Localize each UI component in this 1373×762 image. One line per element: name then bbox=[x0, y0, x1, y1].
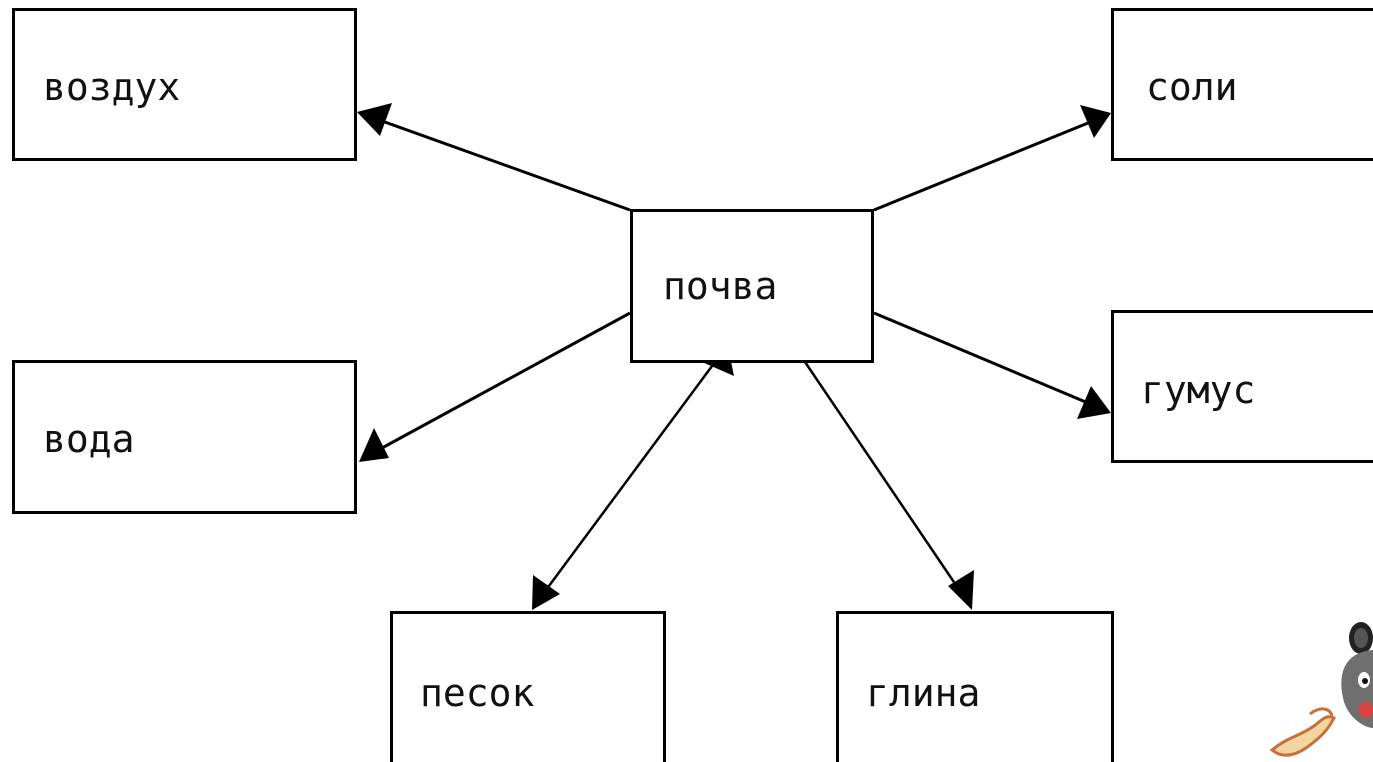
node-soli: соли bbox=[1111, 8, 1373, 161]
node-label-voda: вода bbox=[43, 417, 135, 461]
node-pesok: песок bbox=[390, 611, 666, 762]
node-label-gumus: гумус bbox=[1141, 368, 1256, 412]
edge-pochva-gumus bbox=[873, 311, 1089, 405]
edge-pochva-pesok bbox=[541, 361, 717, 595]
arrowhead-soli bbox=[1080, 105, 1111, 138]
arrowhead-vozdukh bbox=[357, 103, 392, 136]
edge-pochva-vozdukh bbox=[381, 119, 631, 212]
node-gumus: гумус bbox=[1111, 310, 1373, 463]
node-vozdukh: воздух bbox=[12, 8, 357, 161]
arrowhead-pesok bbox=[532, 575, 560, 610]
node-label-vozdukh: воздух bbox=[43, 65, 181, 109]
node-label-pesok: песок bbox=[420, 671, 535, 715]
node-pochva-center: почва bbox=[630, 209, 874, 363]
node-glina: глина bbox=[836, 611, 1114, 762]
arrowhead-gumus bbox=[1077, 386, 1111, 419]
node-label-pochva: почва bbox=[663, 264, 778, 308]
edge-pochva-voda bbox=[381, 311, 631, 450]
node-voda: вода bbox=[12, 360, 357, 514]
mouse-mascot-icon bbox=[1269, 622, 1373, 757]
node-label-soli: соли bbox=[1146, 65, 1238, 109]
arrowhead-voda bbox=[359, 428, 389, 462]
edge-pochva-soli bbox=[873, 121, 1089, 212]
arrowhead-glina bbox=[948, 570, 974, 610]
edge-pochva-glina bbox=[803, 361, 964, 595]
node-label-glina: глина bbox=[866, 671, 981, 715]
